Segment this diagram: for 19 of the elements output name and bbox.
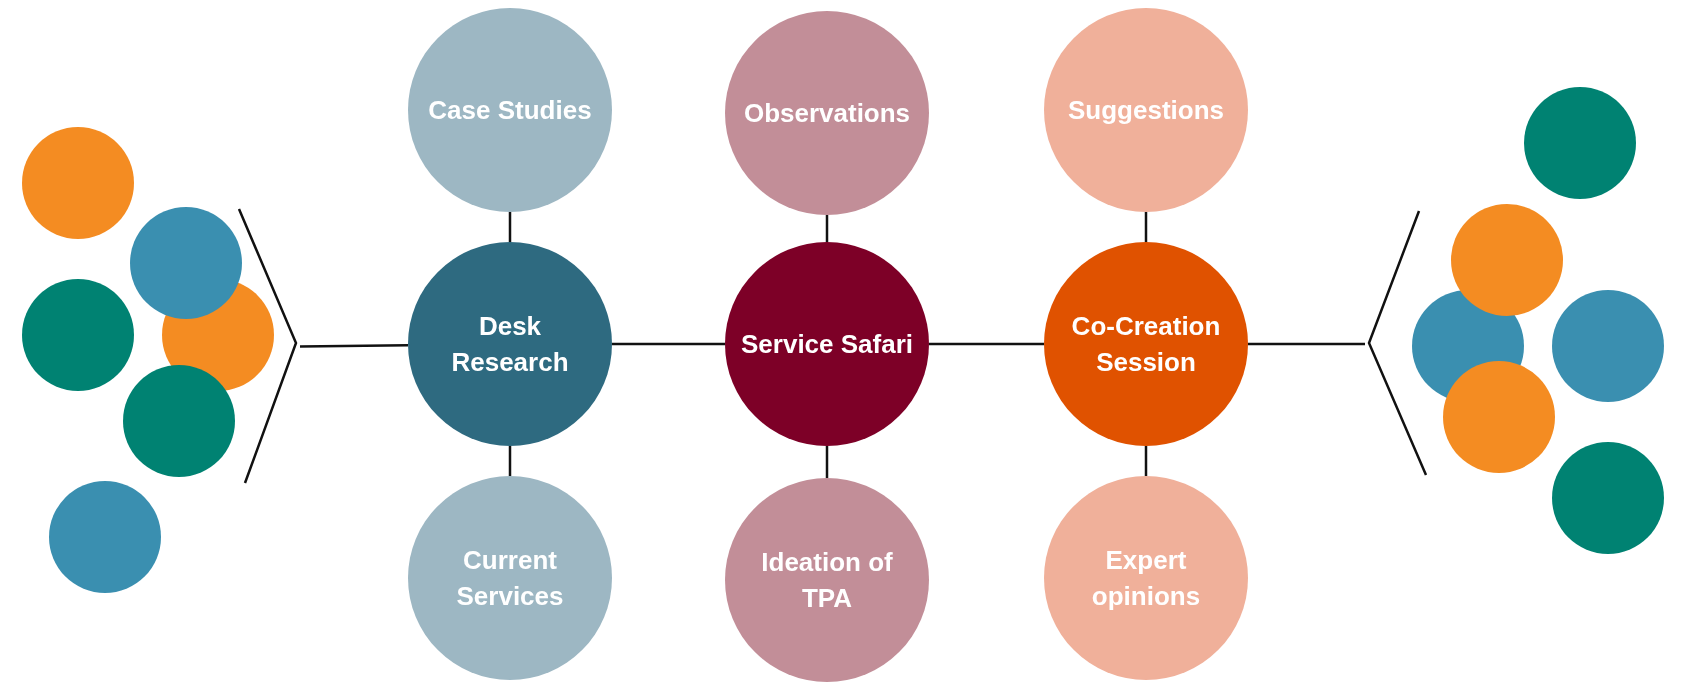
- connector-line: [508, 446, 512, 476]
- node-label: Service Safari: [741, 327, 913, 361]
- connector-line: [825, 215, 829, 242]
- node-label: Current Services: [455, 543, 565, 613]
- connector-line: [929, 342, 1044, 346]
- node-label: Expert opinions: [1090, 543, 1202, 613]
- connector-line: [1248, 342, 1365, 346]
- connector-line: [1144, 446, 1148, 476]
- connector-line: [825, 446, 829, 478]
- connector-line: [508, 212, 512, 242]
- node-label: Desk Research: [450, 309, 570, 379]
- node-label: Suggestions: [1068, 93, 1224, 127]
- connector-line: [612, 342, 725, 346]
- node-label: Co-Creation Session: [1070, 309, 1222, 379]
- connector-line: [1144, 212, 1148, 242]
- node-label: Observations: [743, 96, 911, 130]
- connector-line: [300, 344, 409, 348]
- node-label: Ideation of TPA: [760, 545, 894, 615]
- node-label: Case Studies: [428, 93, 592, 127]
